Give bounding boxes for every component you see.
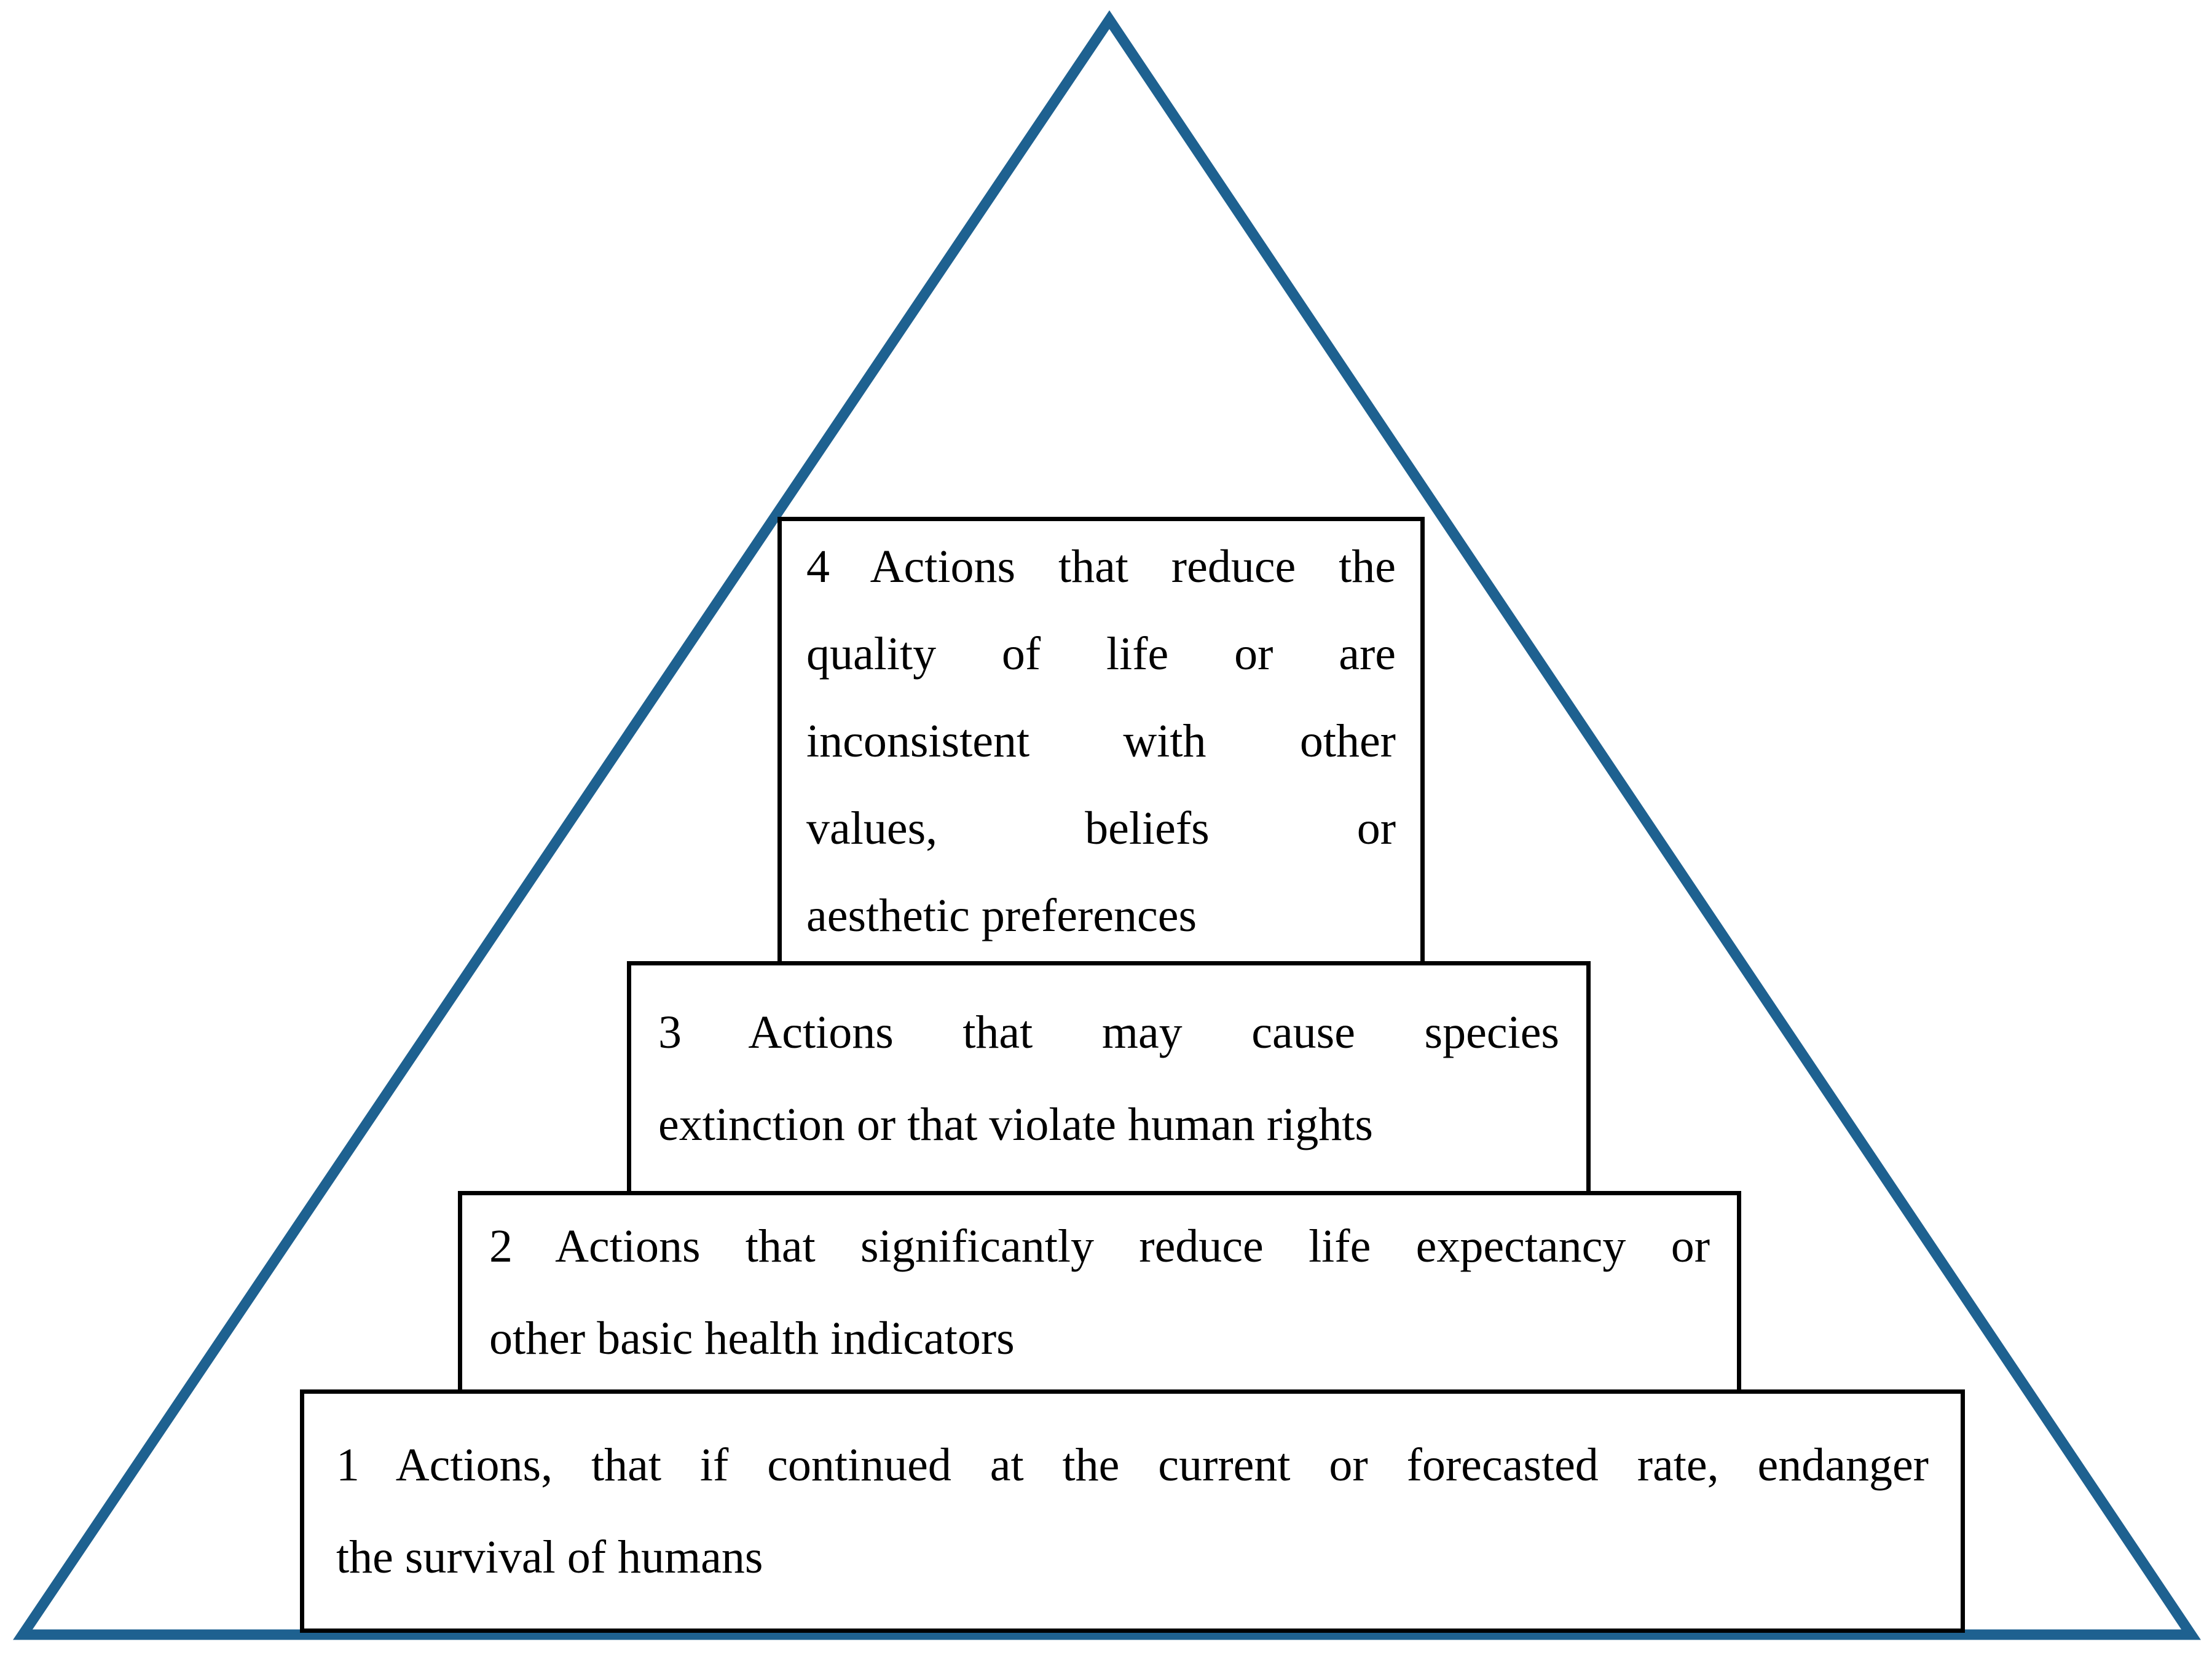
level-3-text-line: extinction or that violate human rights — [658, 1098, 1373, 1150]
level-4-text-line: quality of life or are — [806, 628, 1396, 680]
level-1-box: 1 Actions, that if continued at the curr… — [300, 1389, 1965, 1633]
level-3-text-line: 3 Actions that may cause species — [658, 1006, 1559, 1058]
level-1-text-line: the survival of humans — [336, 1531, 763, 1583]
level-2-text-line: 2 Actions that significantly reduce life… — [489, 1220, 1710, 1272]
level-4-text-line: values, beliefs or — [806, 803, 1396, 854]
level-2-box: 2 Actions that significantly reduce life… — [458, 1191, 1741, 1394]
level-3-box: 3 Actions that may cause species extinct… — [627, 961, 1591, 1195]
level-4-box: 4 Actions that reduce the quality of lif… — [777, 517, 1425, 965]
level-2-text-line: other basic health indicators — [489, 1313, 1015, 1364]
level-4-text-line: 4 Actions that reduce the — [806, 541, 1396, 592]
triangle-outline-shape — [13, 10, 2201, 1640]
level-1-text-line: 1 Actions, that if continued at the curr… — [336, 1439, 1929, 1491]
level-4-text-line: inconsistent with other — [806, 715, 1396, 767]
level-4-text-line: aesthetic preferences — [806, 890, 1197, 941]
